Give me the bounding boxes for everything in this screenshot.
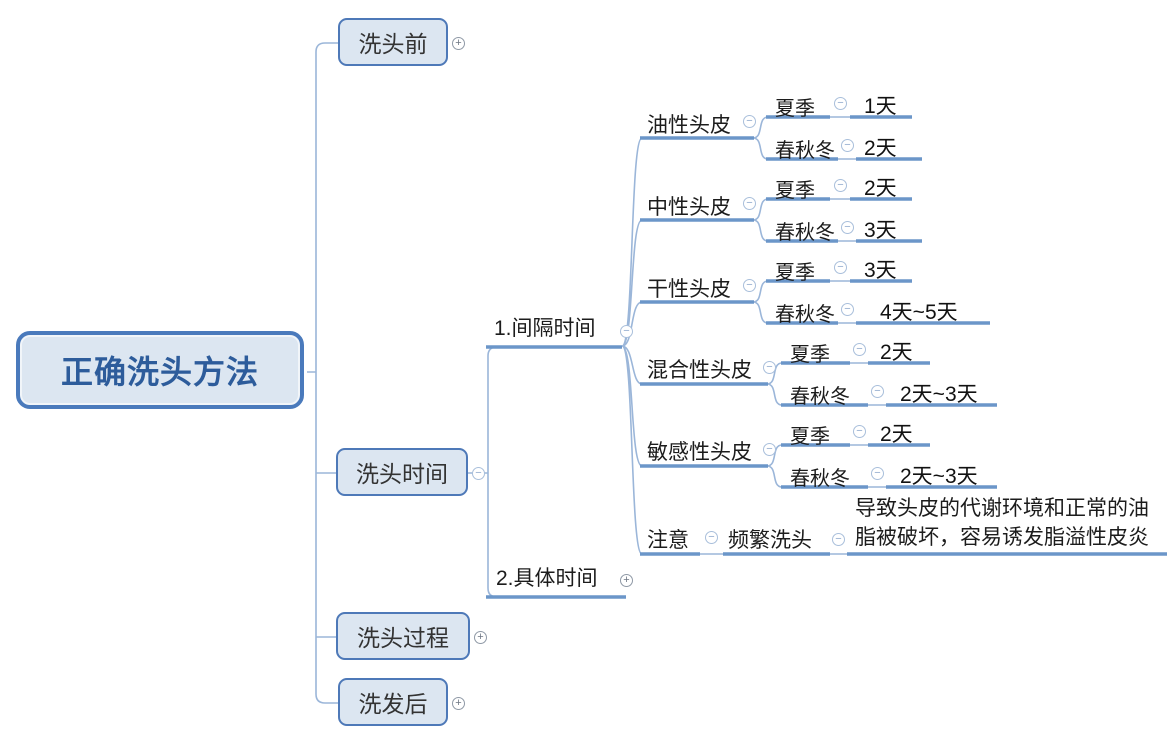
- season-label[interactable]: 春秋冬: [775, 304, 835, 326]
- branch-pre-wash-label: 洗头前: [358, 31, 428, 57]
- branch-wash-time-label: 洗头时间: [356, 461, 448, 487]
- season-label[interactable]: 春秋冬: [775, 222, 835, 244]
- branch-wash-process-label: 洗头过程: [357, 625, 449, 651]
- branch-wash-time[interactable]: 洗头时间: [336, 448, 468, 496]
- collapse-icon[interactable]: −: [763, 443, 776, 456]
- season-label[interactable]: 夏季: [790, 344, 830, 366]
- root-topic[interactable]: 正确洗头方法: [16, 331, 304, 409]
- expand-icon[interactable]: +: [474, 631, 487, 644]
- season-label[interactable]: 夏季: [790, 426, 830, 448]
- collapse-icon[interactable]: −: [841, 221, 854, 234]
- topic-dry-scalp[interactable]: 干性头皮: [647, 278, 731, 301]
- collapse-icon[interactable]: −: [841, 139, 854, 152]
- collapse-icon[interactable]: −: [472, 467, 485, 480]
- season-label[interactable]: 夏季: [775, 98, 815, 120]
- topic-note[interactable]: 注意: [647, 529, 689, 552]
- branch-post-wash-label: 洗发后: [358, 691, 428, 717]
- branch-wash-process[interactable]: 洗头过程: [336, 612, 470, 660]
- collapse-icon[interactable]: −: [834, 261, 847, 274]
- season-label[interactable]: 春秋冬: [790, 468, 850, 490]
- topic-neutral-scalp[interactable]: 中性头皮: [647, 196, 731, 219]
- topic-interval-time[interactable]: 1.间隔时间: [494, 317, 596, 340]
- topic-specific-time[interactable]: 2.具体时间: [496, 567, 598, 590]
- expand-icon[interactable]: +: [452, 697, 465, 710]
- topic-combination-scalp[interactable]: 混合性头皮: [647, 359, 752, 382]
- season-label[interactable]: 春秋冬: [790, 386, 850, 408]
- topic-oily-scalp[interactable]: 油性头皮: [647, 114, 731, 137]
- collapse-icon[interactable]: −: [763, 361, 776, 374]
- days-value[interactable]: 4天~5天: [880, 301, 958, 324]
- days-value[interactable]: 2天: [880, 341, 913, 364]
- days-value[interactable]: 2天~3天: [900, 465, 978, 488]
- collapse-icon[interactable]: −: [841, 303, 854, 316]
- collapse-icon[interactable]: −: [834, 179, 847, 192]
- note-consequence-text[interactable]: 导致头皮的代谢环境和正常的油脂被破坏，容易诱发脂溢性皮炎: [855, 497, 1149, 549]
- branch-post-wash[interactable]: 洗发后: [338, 678, 448, 726]
- collapse-icon[interactable]: −: [620, 325, 633, 338]
- collapse-icon[interactable]: −: [871, 467, 884, 480]
- topic-sensitive-scalp[interactable]: 敏感性头皮: [647, 441, 752, 464]
- days-value[interactable]: 3天: [864, 219, 897, 242]
- collapse-icon[interactable]: −: [834, 97, 847, 110]
- collapse-icon[interactable]: −: [871, 385, 884, 398]
- root-topic-label: 正确洗头方法: [60, 354, 259, 390]
- expand-icon[interactable]: +: [452, 37, 465, 50]
- season-label[interactable]: 春秋冬: [775, 140, 835, 162]
- collapse-icon[interactable]: −: [743, 197, 756, 210]
- days-value[interactable]: 2天~3天: [900, 383, 978, 406]
- branch-pre-wash[interactable]: 洗头前: [338, 18, 448, 66]
- collapse-icon[interactable]: −: [743, 279, 756, 292]
- collapse-icon[interactable]: −: [853, 343, 866, 356]
- days-value[interactable]: 2天: [864, 177, 897, 200]
- collapse-icon[interactable]: −: [743, 115, 756, 128]
- collapse-icon[interactable]: −: [705, 531, 718, 544]
- expand-icon[interactable]: +: [620, 574, 633, 587]
- season-label[interactable]: 夏季: [775, 262, 815, 284]
- season-label[interactable]: 夏季: [775, 180, 815, 202]
- collapse-icon[interactable]: −: [853, 425, 866, 438]
- collapse-icon[interactable]: −: [832, 533, 845, 546]
- days-value[interactable]: 2天: [880, 423, 913, 446]
- days-value[interactable]: 1天: [864, 95, 897, 118]
- days-value[interactable]: 2天: [864, 137, 897, 160]
- days-value[interactable]: 3天: [864, 259, 897, 282]
- topic-frequent-washing[interactable]: 频繁洗头: [728, 529, 812, 552]
